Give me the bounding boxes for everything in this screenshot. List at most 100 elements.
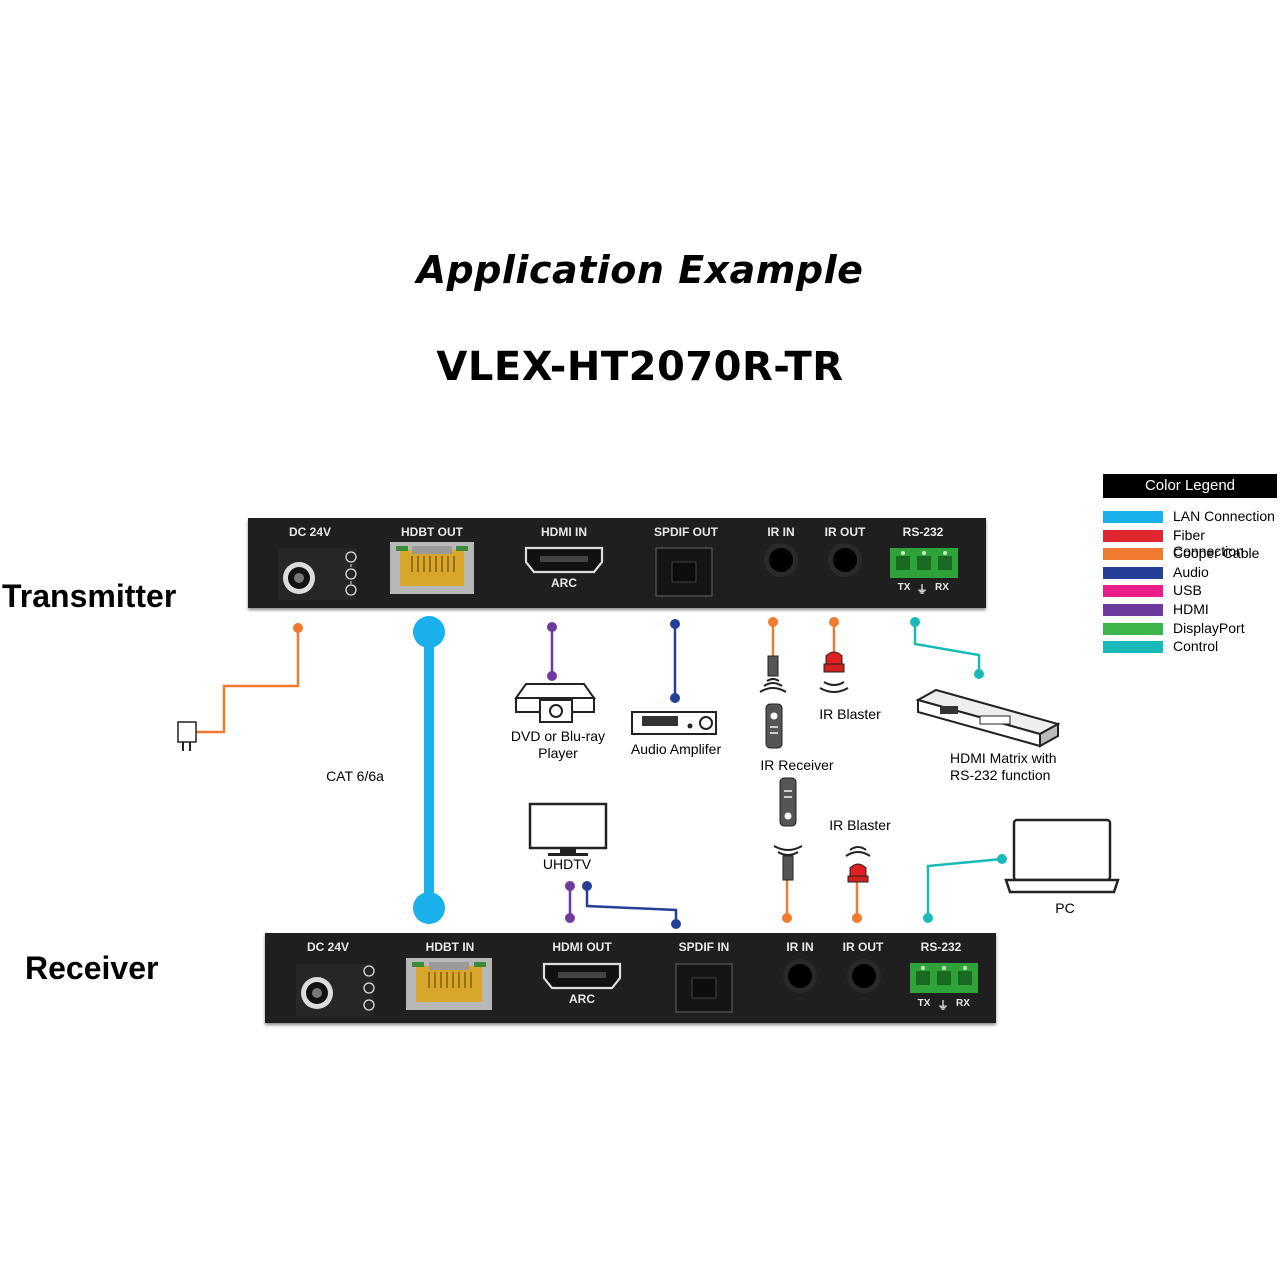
tx-rs232-wire-dot [910, 617, 920, 627]
tx-port-spdif-out-label: SPDIF OUT [653, 525, 718, 539]
tx-port-rs232-label: RS-232 [902, 525, 944, 539]
rx-hdmi-port-icon [542, 962, 622, 990]
dvd-hdmi-wire [547, 622, 557, 681]
legend-row-audio: Audio [1103, 562, 1277, 581]
pc-label: PC [1055, 900, 1075, 916]
audio-amplifier-icon [631, 711, 717, 735]
rx-rs232-gnd-label: ⏚ [937, 1000, 949, 1012]
tx-ir-out-jack-icon [828, 543, 862, 577]
dvd-label-line2: Player [538, 745, 578, 761]
legend-row-displayport: DisplayPort [1103, 618, 1277, 637]
pc-laptop-icon [1004, 818, 1120, 894]
rx-ir-out-wire [852, 880, 862, 923]
tx-hdmi-port-icon [524, 546, 604, 574]
rx-port-rs232-label: RS-232 [920, 940, 962, 954]
transmitter-panel [248, 518, 986, 608]
tx-rs232-gnd-label: ⏚ [916, 584, 928, 596]
legend-row-copper: Cooper Cable [1103, 543, 1277, 562]
legend-swatch [1103, 529, 1163, 542]
pc-wire-dot [997, 854, 1007, 864]
rx-ir-in-wire [782, 880, 792, 923]
legend-label: Fiber Connection [1173, 526, 1244, 559]
legend-swatch [1103, 603, 1163, 616]
ir-blaster-bottom-label: IR Blaster [829, 817, 891, 833]
legend-row-fiber: Fiber Connection [1103, 525, 1277, 559]
hdmi-matrix-icon [915, 688, 1061, 748]
rx-rs232-wire-dot [923, 913, 933, 923]
tx-port-ir-out-label: IR OUT [824, 525, 866, 539]
legend-swatch [1103, 511, 1163, 523]
legend-row-usb: USB [1103, 580, 1277, 599]
rx-port-hdbt-in-label: HDBT IN [425, 940, 475, 954]
tv-audio-dot [582, 881, 592, 891]
matrix-label: HDMI Matrix with RS-232 function [950, 750, 1080, 784]
ir-receiver-top-icon [759, 655, 787, 693]
legend-label: HDMI [1173, 600, 1209, 617]
legend-label: Audio [1173, 563, 1209, 580]
rx-rs232-terminal-icon [910, 963, 978, 993]
ir-blaster-top-label: IR Blaster [819, 706, 881, 722]
dvd-label-line1: DVD or Blu-ray [510, 728, 606, 744]
power-adapter-icon [177, 721, 197, 751]
legend-label: DisplayPort [1173, 619, 1245, 636]
rx-arc-label: ARC [569, 992, 595, 1006]
ir-receiver-label: IR Receiver [760, 757, 834, 773]
tx-ir-in-jack-icon [764, 543, 798, 577]
matrix-label-line1: HDMI Matrix with [950, 750, 1057, 766]
tx-rs232-tx-label: TX [897, 582, 911, 593]
rx-port-spdif-in-label: SPDIF IN [678, 940, 730, 954]
tx-port-hdbt-out-label: HDBT OUT [401, 525, 463, 539]
tx-arc-label: ARC [551, 576, 577, 590]
tx-port-dc24v-label: DC 24V [288, 525, 332, 539]
ir-blaster-bottom-icon [845, 846, 871, 883]
matrix-wire-dot [974, 669, 984, 679]
rx-rj45-port-icon [406, 958, 492, 1010]
ir-blaster-top-icon [819, 651, 849, 693]
rx-port-ir-in-label: IR IN [786, 940, 814, 954]
rx-port-ir-out-label: IR OUT [842, 940, 884, 954]
tx-rj45-port-icon [390, 542, 474, 594]
legend-row-control: Control [1103, 636, 1277, 655]
model-number: VLEX-HT2070R-TR [436, 344, 844, 390]
legend-swatch [1103, 566, 1163, 579]
rx-spdif-port-icon [675, 963, 733, 1013]
rx-rs232-tx-label: TX [917, 998, 931, 1009]
tv-audio-wire [585, 886, 678, 924]
power-wire [196, 628, 300, 734]
rx-rs232-rx-label: RX [956, 998, 970, 1009]
legend-swatch [1103, 585, 1163, 598]
cable-label: CAT 6/6a [326, 768, 384, 784]
rx-dc-jack-icon [296, 964, 375, 1016]
tv-hdmi-wire [565, 881, 575, 923]
dvd-player-icon [514, 683, 596, 723]
remote-control-icon [765, 703, 783, 749]
rx-ir-in-jack-icon [783, 959, 817, 993]
amp-label: Audio Amplifer [630, 741, 722, 757]
rx-port-hdmi-out-label: HDMI OUT [552, 940, 612, 954]
power-wire-dot [293, 623, 303, 633]
remote-control-bottom-icon [779, 777, 797, 827]
tx-rs232-wire [913, 622, 981, 674]
tx-port-ir-in-label: IR IN [767, 525, 795, 539]
legend-row-lan: LAN Connection [1103, 506, 1277, 525]
tv-label: UHDTV [542, 856, 592, 872]
rx-rs232-wire [926, 857, 1003, 918]
rx-port-dc24v-label: DC 24V [306, 940, 350, 954]
tx-rs232-rx-label: RX [935, 582, 949, 593]
rx-audio-dot [671, 919, 681, 929]
tx-dc-jack-icon [278, 548, 357, 600]
legend-label: USB [1173, 582, 1202, 599]
ir-receiver-bottom-icon [773, 845, 803, 881]
tx-rs232-terminal-icon [890, 548, 958, 578]
color-legend: Color Legend LAN Connection Fiber Connec… [1103, 474, 1277, 655]
tx-ir-in-wire [768, 617, 778, 656]
legend-swatch [1103, 622, 1163, 635]
tx-port-hdmi-in-label: HDMI IN [541, 525, 587, 539]
hdbt-lan-cable [413, 616, 445, 924]
amp-audio-wire [670, 619, 680, 703]
tx-spdif-port-icon [655, 547, 713, 597]
rx-ir-out-jack-icon [847, 959, 881, 993]
transmitter-label: Transmitter [2, 578, 177, 614]
dvd-label: DVD or Blu-ray Player [500, 728, 616, 762]
